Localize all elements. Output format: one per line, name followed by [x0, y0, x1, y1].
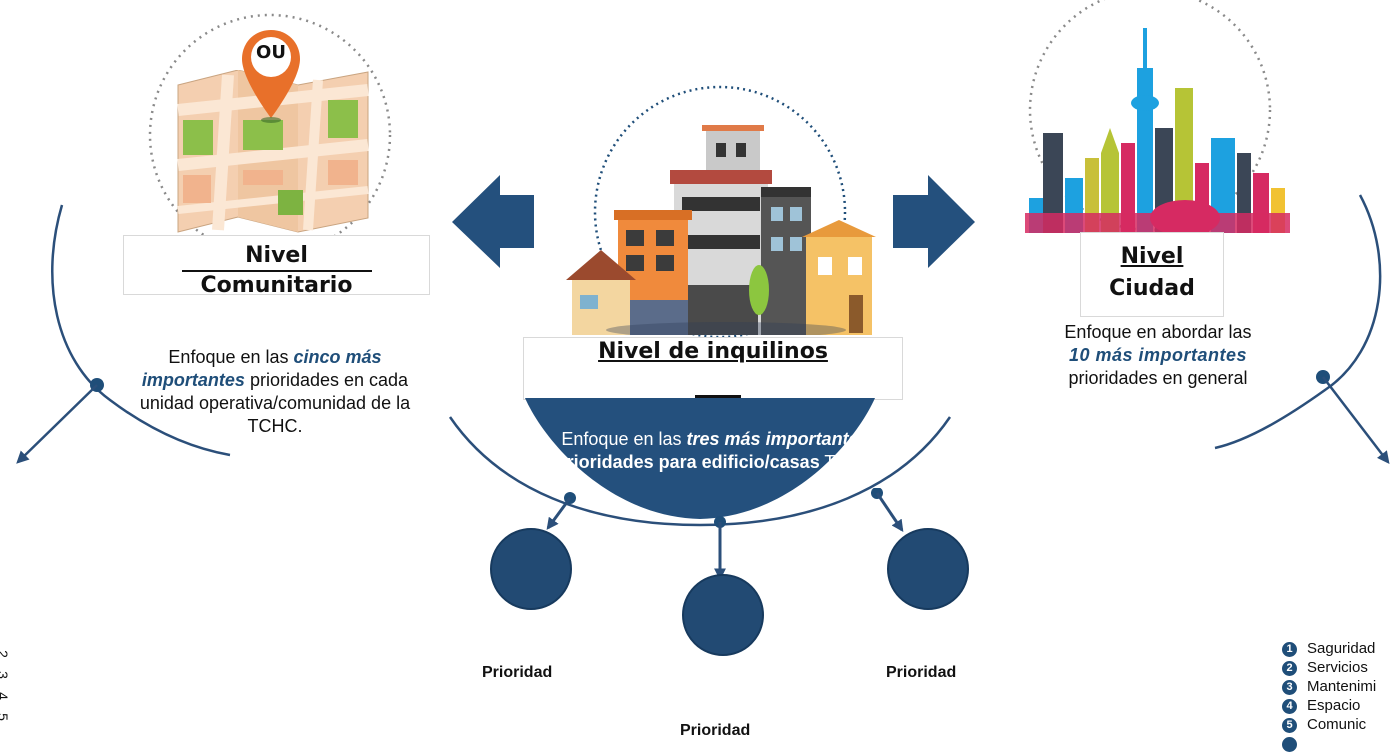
tenants-description: Enfoque en las tres más importantes prio…: [555, 428, 875, 474]
pin-label: OU: [256, 42, 286, 63]
location-pin-icon: [242, 30, 300, 123]
city-desc-post: prioridades en general: [1068, 368, 1248, 388]
community-desc-pre: Enfoque en las: [168, 347, 294, 367]
tenants-desc-post: TCHC: [819, 452, 875, 472]
community-description: Enfoque en las cinco más importantes pri…: [115, 346, 435, 438]
legend-num-2: 2: [1282, 661, 1297, 676]
community-title-box: Nivel Comunitario: [123, 235, 430, 298]
community-desc-emphasis: cinco más importantes: [141, 347, 382, 390]
legend-num-3: 3: [1282, 680, 1297, 695]
city-dotted-ring: [1028, 0, 1272, 232]
buildings-icon: [566, 125, 876, 335]
priority-circle-left: [490, 528, 572, 610]
tenants-banner: [448, 395, 952, 527]
legend-item-1: 1 Saguridad: [1282, 640, 1375, 657]
priority-label-bottom: Prioridad: [680, 722, 751, 739]
city-arc: [1214, 194, 1382, 450]
priority-label-left: Prioridad: [482, 664, 553, 681]
community-title-line1: Nivel: [245, 243, 308, 268]
city-arc-arrow: [1322, 376, 1390, 464]
city-title-line1: Nivel: [1120, 244, 1184, 269]
legend-item-2: 2 Servicios: [1282, 659, 1368, 676]
legend-text-2: Servicios: [1307, 659, 1368, 676]
edge-number-4: 4: [0, 692, 11, 700]
edge-number-5: 5: [0, 713, 11, 721]
city-title-line2: Ciudad: [1109, 276, 1195, 301]
priority-circle-right: [887, 528, 969, 610]
legend-item-3: 3 Mantenimi: [1282, 678, 1376, 695]
community-arc-arrow: [16, 384, 98, 464]
city-desc-pre: Enfoque en abordar las: [1064, 322, 1252, 342]
city-title-box: Nivel Ciudad: [1080, 232, 1224, 317]
edge-number-3: 3: [0, 671, 11, 679]
arrow-left-icon: [452, 175, 534, 268]
legend-item-5: 5 Comunic: [1282, 716, 1366, 733]
tenants-title-box: Nivel de inquilinos: [523, 337, 903, 400]
tenants-desc-emphasis: tres más importantes: [686, 429, 869, 449]
arrow-right-icon: [893, 175, 975, 268]
city-description: Enfoque en abordar las 10 más importante…: [1028, 321, 1288, 390]
priority-label-right: Prioridad: [886, 664, 957, 681]
city-desc-emphasis: 10 más importantes: [1068, 345, 1248, 365]
priority-branches: [546, 488, 904, 581]
legend-partial-marker: [1282, 737, 1297, 752]
legend-num-5: 5: [1282, 718, 1297, 733]
legend-text-1: Saguridad: [1307, 640, 1376, 657]
legend-num-1: 1: [1282, 642, 1297, 657]
community-title-line2: Comunitario: [181, 270, 372, 300]
legend-num-4: 4: [1282, 699, 1297, 714]
tenants-desc-pre: Enfoque en las: [561, 429, 687, 449]
community-dotted-ring: [148, 13, 392, 257]
community-desc-post: prioridades en cada unidad operativa/com…: [139, 370, 411, 436]
community-arc: [51, 204, 231, 457]
priority-circle-center: [682, 574, 764, 656]
city-skyline-icon: [1025, 28, 1290, 233]
legend-text-3: Mantenimi: [1307, 678, 1377, 695]
tenants-dotted-ring: [593, 85, 847, 339]
edge-number-2: 2: [0, 650, 11, 658]
legend-text-5: Comunic: [1307, 716, 1367, 733]
tenants-desc-bold: prioridades para edificio/casas: [555, 452, 820, 472]
legend-text-4: Espacio: [1307, 697, 1361, 714]
tenants-title: Nivel de inquilinos: [598, 339, 828, 364]
legend-item-4: 4 Espacio: [1282, 697, 1360, 714]
